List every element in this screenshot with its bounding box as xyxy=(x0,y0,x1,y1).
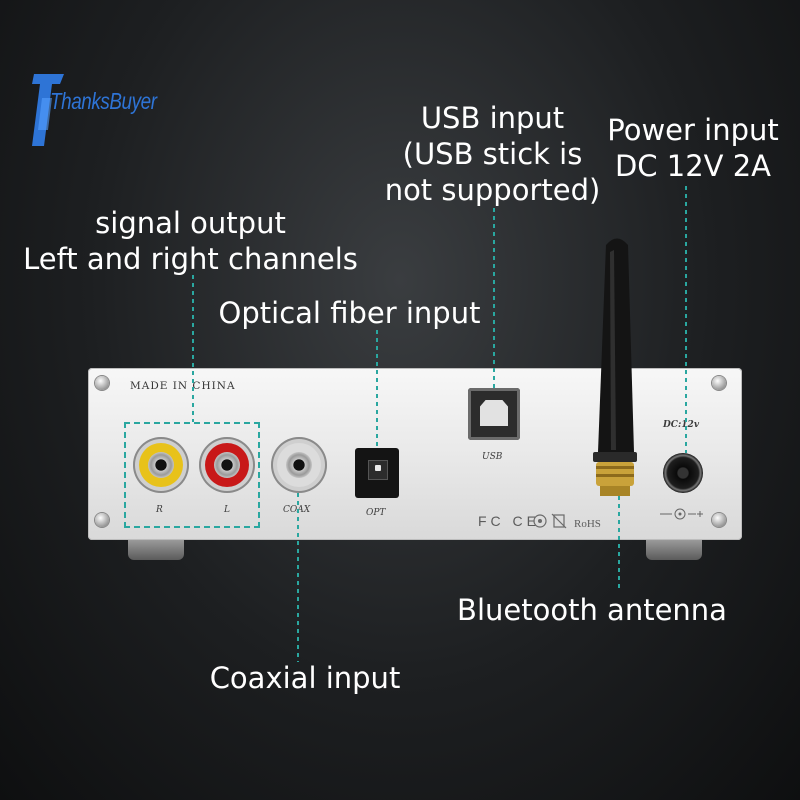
coax-label: COAX xyxy=(283,505,311,515)
rca-right-label: R xyxy=(156,505,163,515)
callout-bluetooth-antenna: Bluetooth antenna xyxy=(457,593,727,627)
rca-right-core xyxy=(148,452,174,478)
optical-label: OPT xyxy=(366,508,386,518)
made-in-label: MADE IN CHINA xyxy=(130,380,236,392)
device-foot-left xyxy=(128,540,184,560)
callout-optical-input: Optical fiber input xyxy=(218,296,481,330)
rca-right-jack xyxy=(133,437,189,493)
dc-label: DC:12v xyxy=(663,420,700,430)
rohs-mark: RoHS xyxy=(574,518,601,530)
brand-logo-mark-icon xyxy=(32,74,64,146)
optical-port xyxy=(355,448,399,498)
callout-power-line-1: Power input xyxy=(607,113,779,147)
callout-usb-line-3: not supported) xyxy=(384,173,601,207)
usb-label: USB xyxy=(482,452,503,462)
callout-signal-line-2: Left and right channels xyxy=(23,242,358,276)
callout-signal-output: signal output Left and right channels xyxy=(18,205,363,277)
usb-b-port xyxy=(468,388,520,440)
coax-jack xyxy=(271,437,327,493)
device-foot-right xyxy=(646,540,702,560)
dc-power-jack xyxy=(663,453,703,493)
brand-logo xyxy=(30,70,160,150)
callout-usb-line-1: USB input xyxy=(420,101,565,135)
brand-logo-text: ThanksBuyer xyxy=(50,88,157,114)
signal-output-highlight-box xyxy=(124,422,260,528)
callout-usb-line-2: (USB stick is xyxy=(402,137,583,171)
screw-bottom-right xyxy=(712,513,726,527)
callout-usb-input: USB input (USB stick is not supported) xyxy=(380,100,605,208)
coax-core xyxy=(286,452,312,478)
callout-coaxial-input: Coaxial input xyxy=(209,661,401,695)
screw-top-right xyxy=(712,376,726,390)
screw-top-left xyxy=(95,376,109,390)
callout-power-line-2: DC 12V 2A xyxy=(614,149,772,183)
certification-marks: FC CE xyxy=(478,513,540,529)
rca-left-core xyxy=(214,452,240,478)
callout-power-input: Power input DC 12V 2A xyxy=(598,112,788,184)
optical-port-window xyxy=(368,460,388,480)
cert-symbols-icon xyxy=(533,513,567,529)
rca-left-jack xyxy=(199,437,255,493)
callout-signal-line-1: signal output xyxy=(95,206,286,240)
rca-left-label: L xyxy=(224,505,230,515)
screw-bottom-left xyxy=(95,513,109,527)
usb-b-plug xyxy=(480,400,508,426)
